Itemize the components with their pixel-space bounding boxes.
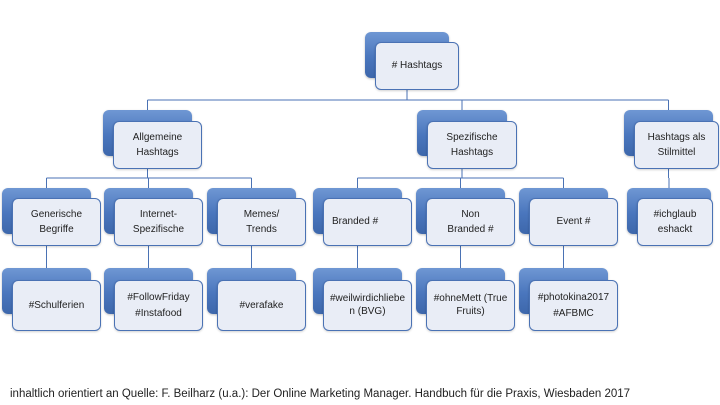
node-label: #verafake bbox=[217, 280, 306, 331]
node-label: #FollowFriday #Instafood bbox=[114, 280, 203, 331]
source-footnote: inhaltlich orientiert an Quelle: F. Beil… bbox=[10, 388, 631, 400]
node-label: Allgemeine Hashtags bbox=[113, 121, 202, 169]
node-label: Internet- Spezifische bbox=[114, 198, 203, 246]
node-label: Branded # bbox=[323, 198, 412, 246]
node-label: #photokina2017 #AFBMC bbox=[529, 280, 618, 331]
node-label: Generische Begriffe bbox=[12, 198, 101, 246]
node-label: #weilwirdichliebe n (BVG) bbox=[323, 280, 412, 331]
node-label: Non Branded # bbox=[426, 198, 515, 246]
node-label: #ichglaub eshackt bbox=[637, 198, 713, 246]
node-label: Spezifische Hashtags bbox=[427, 121, 517, 169]
node-label: #ohneMett (True Fruits) bbox=[426, 280, 515, 331]
node-label: Hashtags als Stilmittel bbox=[634, 121, 719, 169]
node-label: Memes/ Trends bbox=[217, 198, 306, 246]
node-label: # Hashtags bbox=[375, 42, 459, 90]
node-label: #Schulferien bbox=[12, 280, 101, 331]
node-label: Event # bbox=[529, 198, 618, 246]
